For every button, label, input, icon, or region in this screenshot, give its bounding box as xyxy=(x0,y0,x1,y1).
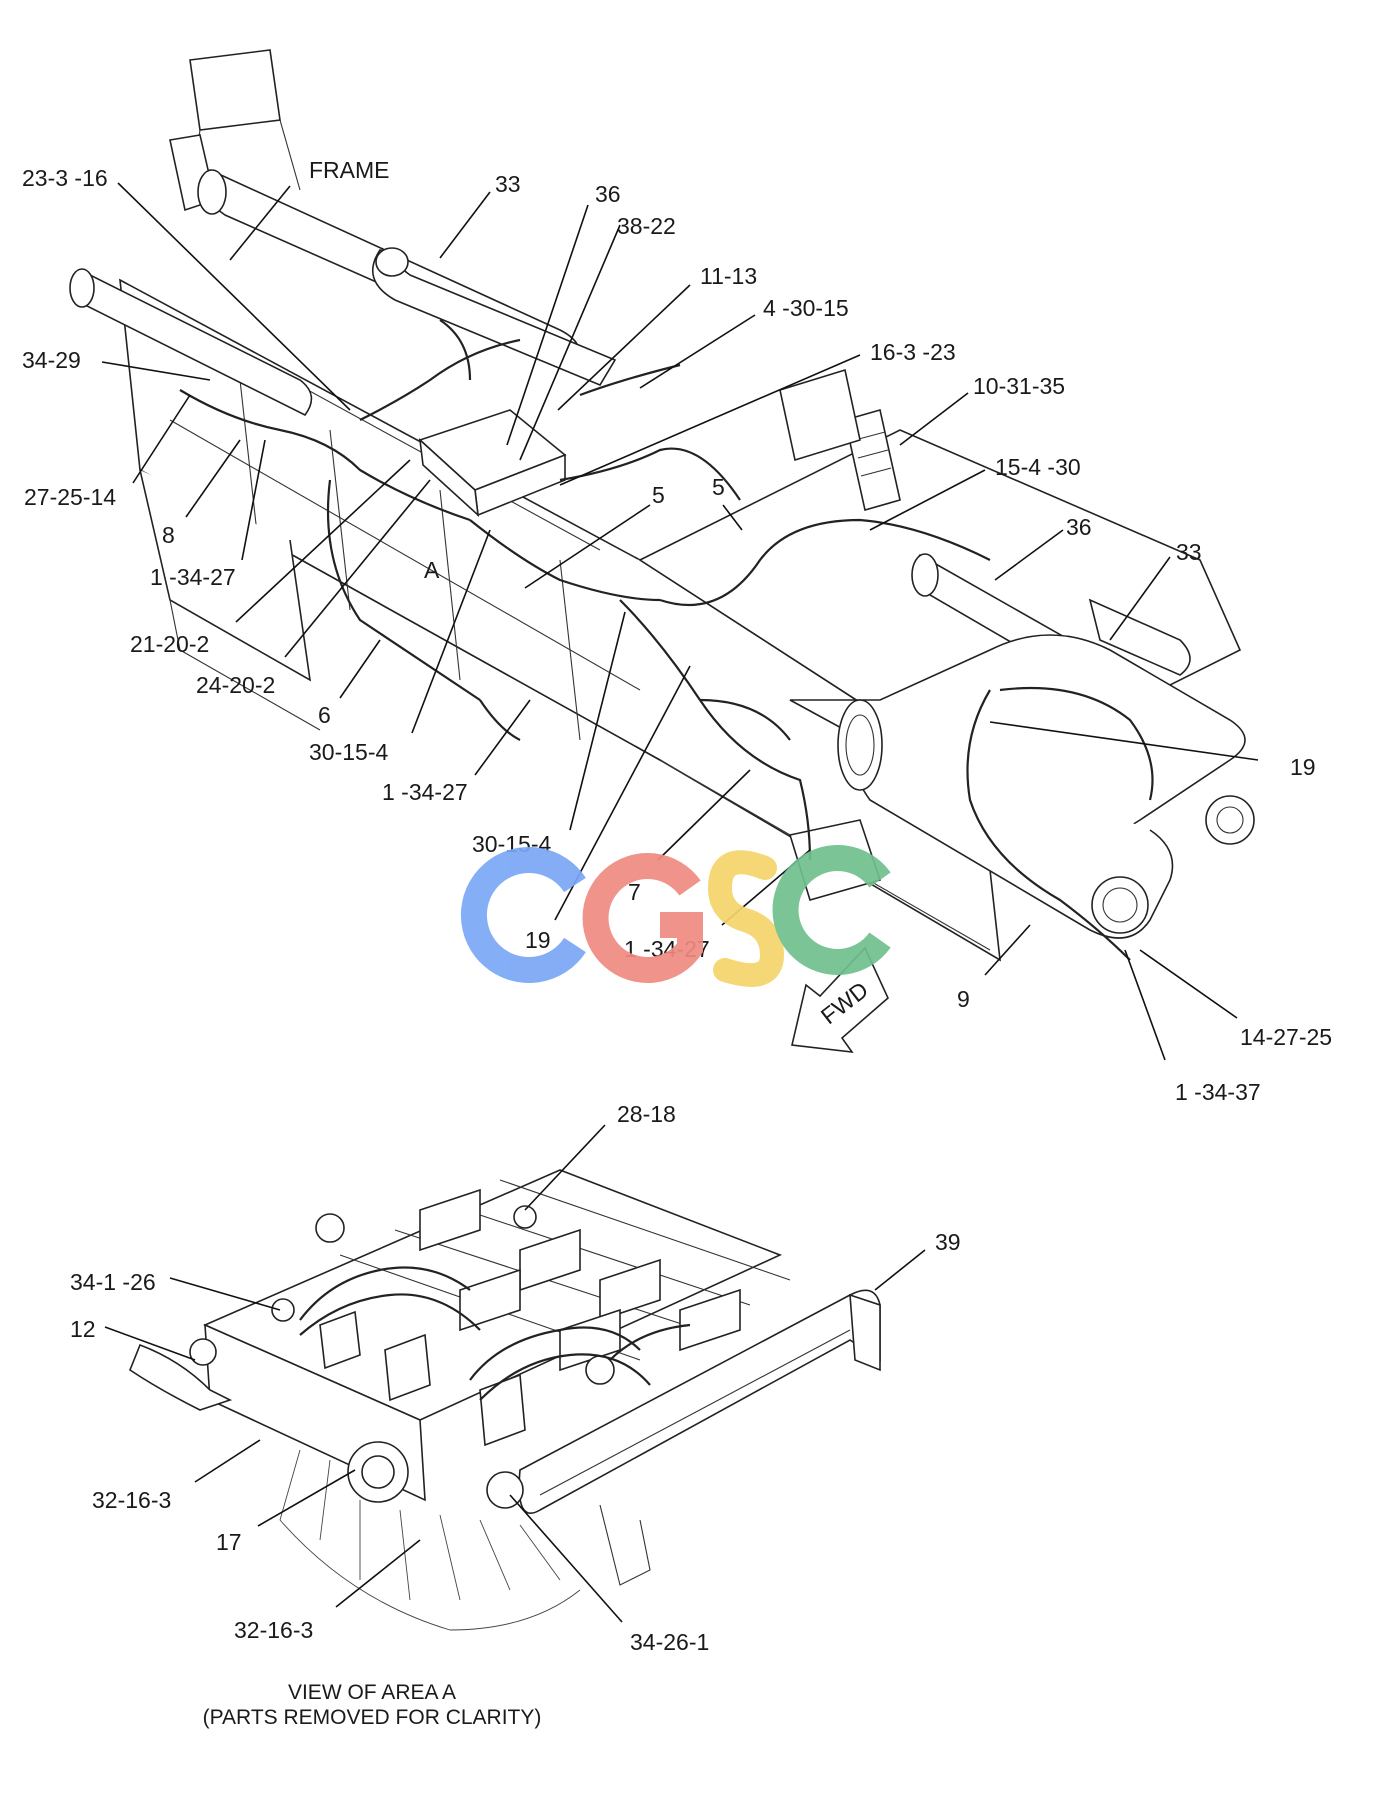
callout-17: 17 xyxy=(216,1529,242,1555)
callout-33-right: 33 xyxy=(1176,539,1202,565)
callout-19-right: 19 xyxy=(1290,754,1316,780)
callout-30-15-4-a: 30-15-4 xyxy=(309,739,388,765)
callout-38-22: 38-22 xyxy=(617,213,676,239)
chassis-frame-drawing xyxy=(69,49,1255,962)
callout-5-a: 5 xyxy=(652,482,665,508)
callout-19-bottom: 19 xyxy=(525,927,551,953)
callout-23-3-16: 23-3 -16 xyxy=(22,165,108,191)
callout-32-16-3-a: 32-16-3 xyxy=(92,1487,171,1513)
callout-32-16-3-b: 32-16-3 xyxy=(234,1617,313,1643)
watermark-g-red xyxy=(582,853,703,983)
callout-6: 6 xyxy=(318,702,331,728)
callout-7: 7 xyxy=(628,879,641,905)
area-a-detail-drawing xyxy=(129,1169,881,1631)
watermark-s-yellow xyxy=(707,850,785,987)
callout-34-29: 34-29 xyxy=(22,347,81,373)
callout-1-34-27-a: 1 -34-27 xyxy=(150,564,236,590)
caption-line-1: VIEW OF AREA A xyxy=(288,1681,456,1704)
callout-15-4-30: 15-4 -30 xyxy=(995,454,1081,480)
callout-21-20-2: 21-20-2 xyxy=(130,631,209,657)
callout-area-a: A xyxy=(424,557,440,583)
callout-9: 9 xyxy=(957,986,970,1012)
callout-1-34-27-b: 1 -34-27 xyxy=(382,779,468,805)
callout-36-top: 36 xyxy=(595,181,621,207)
callout-12: 12 xyxy=(70,1316,96,1342)
callout-16-3-23: 16-3 -23 xyxy=(870,339,956,365)
callout-1-34-37: 1 -34-37 xyxy=(1175,1079,1261,1105)
callout-frame: FRAME xyxy=(309,157,390,183)
callout-36-right: 36 xyxy=(1066,514,1092,540)
callout-34-1-26: 34-1 -26 xyxy=(70,1269,156,1295)
callout-24-20-2: 24-20-2 xyxy=(196,672,275,698)
callout-39: 39 xyxy=(935,1229,961,1255)
callout-10-31-35: 10-31-35 xyxy=(973,373,1065,399)
view-caption: VIEW OF AREA A (PARTS REMOVED FOR CLARIT… xyxy=(203,1681,542,1729)
callout-33-top: 33 xyxy=(495,171,521,197)
harness-wires xyxy=(179,319,1154,961)
callout-27-25-14: 27-25-14 xyxy=(24,484,116,510)
callout-4-30-15: 4 -30-15 xyxy=(763,295,849,321)
callout-5-b: 5 xyxy=(712,474,725,500)
caption-line-2: (PARTS REMOVED FOR CLARITY) xyxy=(203,1706,542,1729)
callout-11-13: 11-13 xyxy=(700,263,757,289)
callout-8: 8 xyxy=(162,522,175,548)
watermark-c-blue xyxy=(460,847,586,983)
callout-14-27-25: 14-27-25 xyxy=(1240,1024,1332,1050)
callout-34-26-1: 34-26-1 xyxy=(630,1629,709,1655)
forward-arrow: FWD xyxy=(791,946,889,1054)
callout-28-18: 28-18 xyxy=(617,1101,676,1127)
watermark-c-green xyxy=(772,845,891,975)
watermark-logo xyxy=(460,845,891,987)
leader-lines xyxy=(101,182,1259,1623)
